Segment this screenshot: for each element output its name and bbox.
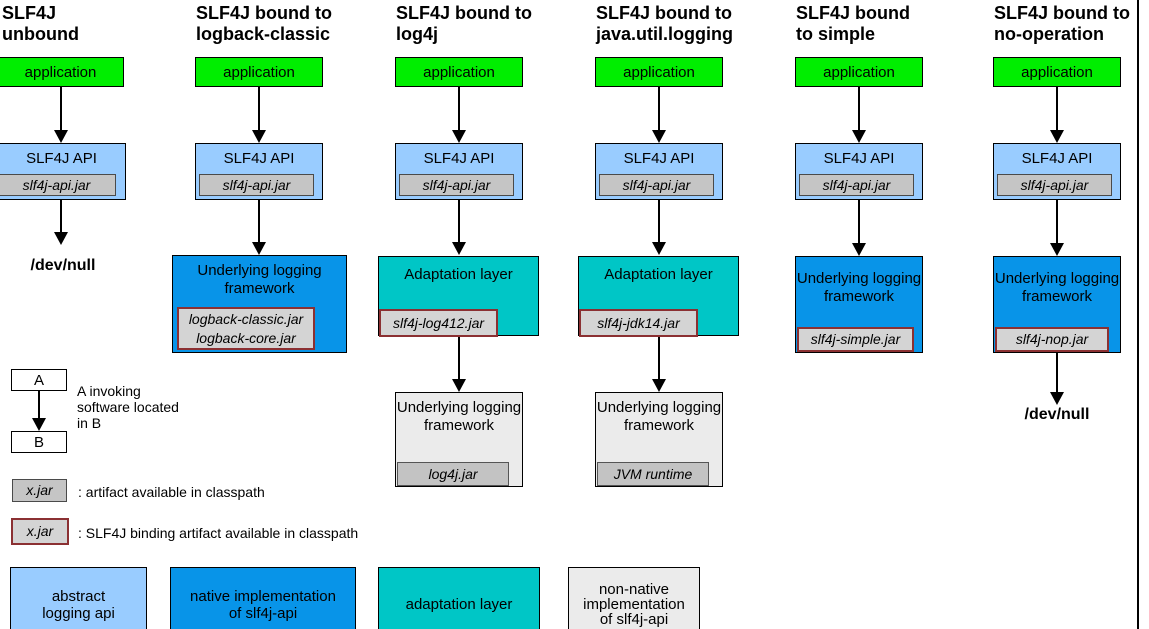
arrow-down-icon <box>852 87 866 143</box>
arrow-down-icon <box>652 337 666 392</box>
application-box: application <box>993 57 1121 87</box>
application-box: application <box>195 57 323 87</box>
jar-name: logback-core.jar <box>196 329 296 346</box>
title-line: SLF4J bound to <box>396 3 532 23</box>
color-legend-line: implementation <box>583 596 685 613</box>
column-title-simple: SLF4J bound to simple <box>796 3 910 45</box>
title-line: SLF4J <box>2 3 57 23</box>
dev-null-label: /dev/null <box>30 257 96 274</box>
api-jar-box: slf4j-api.jar <box>599 174 714 196</box>
title-line: SLF4J bound to <box>994 3 1130 23</box>
binding-jar-box: slf4j-log412.jar <box>379 309 498 337</box>
api-jar-box: slf4j-api.jar <box>799 174 914 196</box>
application-box: application <box>595 57 723 87</box>
color-legend-adaptation: adaptation layer <box>378 567 540 629</box>
binding-jar-box: slf4j-nop.jar <box>995 327 1109 352</box>
color-legend-non-native: non-native implementation of slf4j-api <box>568 567 700 629</box>
legend-invoking-text: A invoking software located in B <box>77 383 179 431</box>
arrow-down-icon <box>852 200 866 256</box>
title-line: SLF4J bound <box>796 3 910 23</box>
arrow-down-icon <box>1050 87 1064 143</box>
legend-box-a: A <box>11 369 67 391</box>
arrow-down-icon <box>452 87 466 143</box>
api-jar-box: slf4j-api.jar <box>0 174 116 196</box>
framework-jar-box: JVM runtime <box>597 462 709 486</box>
title-line: to simple <box>796 24 876 44</box>
arrow-down-icon <box>252 200 266 255</box>
title-line: SLF4J bound to <box>596 3 732 23</box>
title-line: logback-classic <box>196 24 331 44</box>
color-legend-line: abstract <box>51 587 106 605</box>
binding-jar-box: slf4j-simple.jar <box>797 327 914 352</box>
arrow-down-icon <box>652 200 666 255</box>
column-title-log4j: SLF4J bound to log4j <box>396 3 532 45</box>
arrow-down-icon <box>32 391 46 431</box>
column-title-logback: SLF4J bound to logback-classic <box>196 3 332 45</box>
application-box: application <box>395 57 523 87</box>
binding-jar-box: slf4j-jdk14.jar <box>579 309 698 337</box>
frame-border-line <box>1137 0 1139 629</box>
arrow-down-icon <box>54 87 68 143</box>
column-title-jul: SLF4J bound to java.util.logging <box>596 3 733 45</box>
arrow-down-icon <box>1050 200 1064 256</box>
application-box: application <box>795 57 923 87</box>
api-jar-box: slf4j-api.jar <box>399 174 514 196</box>
api-jar-box: slf4j-api.jar <box>997 174 1112 196</box>
arrow-down-icon <box>252 87 266 143</box>
framework-jar-box: log4j.jar <box>397 462 509 486</box>
title-line: no-operation <box>994 24 1104 44</box>
legend-text-line: A invoking <box>77 383 141 399</box>
api-jar-box: slf4j-api.jar <box>199 174 314 196</box>
legend-binding-jar-caption: : SLF4J binding artifact available in cl… <box>78 525 359 541</box>
title-line: log4j <box>396 24 439 44</box>
arrow-down-icon <box>54 200 68 245</box>
color-legend-abstract-api: abstract logging api <box>10 567 147 629</box>
jar-name: logback-classic.jar <box>188 310 304 327</box>
binding-jar-box: logback-classic.jar logback-core.jar <box>177 307 315 350</box>
color-legend-line: logging api <box>42 604 115 622</box>
color-legend-native-impl: native implementation of slf4j-api <box>170 567 356 629</box>
title-line: java.util.logging <box>596 24 734 44</box>
color-legend-line: of slf4j-api <box>228 604 298 622</box>
color-legend-line: non-native <box>598 581 670 598</box>
color-legend-line: native implementation <box>190 587 336 605</box>
application-box: application <box>0 57 124 87</box>
legend-text-line: in B <box>77 415 102 431</box>
legend-jar-caption: : artifact available in classpath <box>78 484 265 500</box>
arrow-down-icon <box>652 87 666 143</box>
legend-box-b: B <box>11 431 67 453</box>
color-legend-line: adaptation layer <box>405 596 513 613</box>
arrow-down-icon <box>1050 353 1064 405</box>
color-legend-line: of slf4j-api <box>599 611 669 628</box>
column-title-unbound: SLF4J unbound <box>2 3 79 45</box>
arrow-down-icon <box>452 200 466 255</box>
legend-jar-sample: x.jar <box>12 479 67 502</box>
column-title-nop: SLF4J bound to no-operation <box>994 3 1130 45</box>
dev-null-label: /dev/null <box>1024 406 1090 423</box>
arrow-down-icon <box>452 337 466 392</box>
legend-text-line: software located <box>77 399 179 415</box>
title-line: SLF4J bound to <box>196 3 332 23</box>
title-line: unbound <box>2 24 79 44</box>
legend-binding-jar-sample: x.jar <box>11 518 69 545</box>
